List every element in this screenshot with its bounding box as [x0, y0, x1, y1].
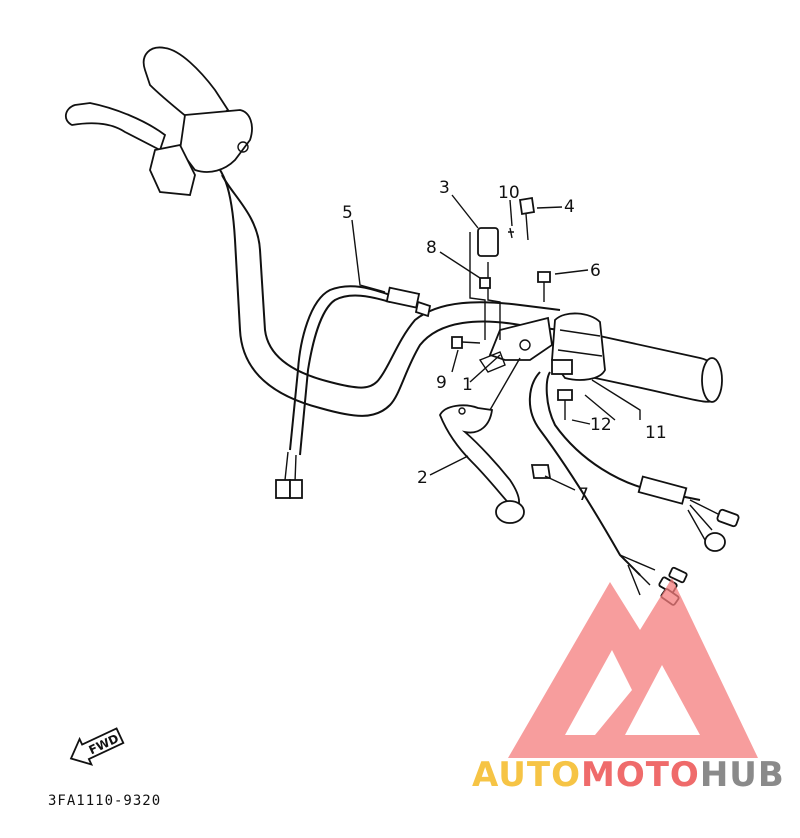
callout-8: 8	[426, 238, 437, 258]
watermark-auto: AUTO	[472, 755, 581, 795]
callout-7: 7	[578, 485, 589, 505]
callout-11: 11	[645, 423, 667, 443]
callout-5: 5	[342, 203, 353, 223]
callout-1: 1	[462, 375, 473, 395]
callout-12: 12	[590, 415, 612, 435]
leader-lines	[351, 194, 641, 491]
fwd-arrow: FWD	[69, 727, 125, 766]
right-grip	[594, 333, 723, 403]
switch-cable	[275, 285, 432, 499]
watermark-logo	[508, 578, 758, 758]
callout-2: 2	[417, 468, 428, 488]
callout-labels: 3 10 4 5 8 6 9 1 12 11 2 7	[342, 178, 667, 505]
front-brake-lever	[439, 404, 525, 524]
callout-4: 4	[564, 197, 575, 217]
switch-housing	[551, 312, 606, 381]
watermark-text: AUTOMOTOHUB	[472, 755, 785, 795]
callout-9: 9	[436, 373, 447, 393]
logo-mark-icon	[508, 578, 758, 758]
handlebar	[199, 149, 561, 417]
left-clutch-lever	[65, 102, 196, 196]
callout-10: 10	[498, 183, 520, 203]
switch-part-3	[469, 227, 501, 340]
fasteners	[451, 196, 573, 479]
watermark-hub: HUB	[700, 755, 785, 795]
diagram-code: 3FA1110-9320	[48, 793, 161, 809]
callout-3: 3	[439, 178, 450, 198]
watermark-moto: MOTO	[581, 755, 700, 795]
callout-6: 6	[590, 261, 601, 281]
left-grip	[142, 46, 253, 173]
